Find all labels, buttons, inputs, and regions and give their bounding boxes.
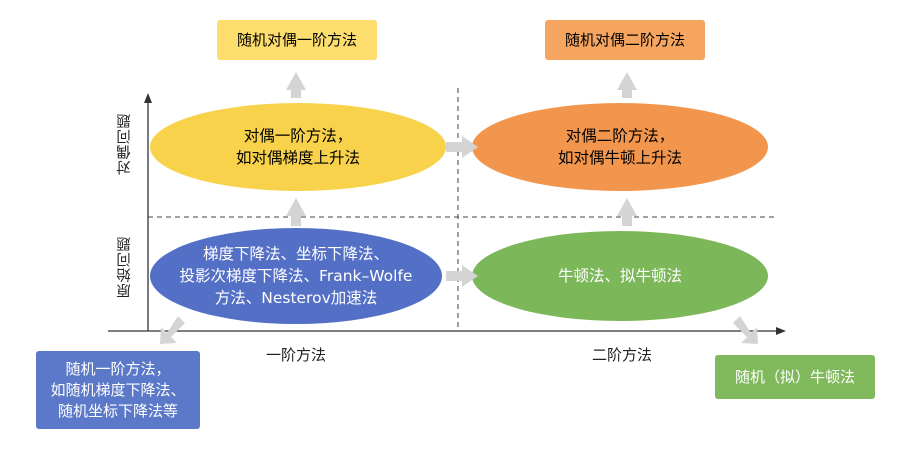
- node-dual-first-order: 对偶一阶方法， 如对偶梯度上升法: [152, 105, 444, 189]
- box-text-line: 随机对偶一阶方法: [236, 30, 357, 49]
- ellipse-primal-first-order: [150, 228, 442, 324]
- ellipse-dual-second-order: [472, 103, 768, 191]
- y-axis-arrowhead: [144, 93, 152, 103]
- box-stochastic-first-order: 随机一阶方法， 如随机梯度下降法、 随机坐标下降法等: [36, 351, 200, 429]
- node-text-line: 牛顿法、拟牛顿法: [557, 267, 682, 285]
- arrow-diagonal-to-stochastic-second: [733, 316, 758, 344]
- y-label-primal-problem: 原始问题: [117, 236, 133, 298]
- arrow-up-primal-second-to-dual: [617, 198, 637, 226]
- node-text-line: 如对偶梯度上升法: [235, 149, 360, 167]
- arrow-up-primal-first-to-dual: [286, 198, 306, 226]
- box-text-line: 随机坐标下降法等: [57, 401, 178, 420]
- arrow-diagonal-to-stochastic-first: [160, 316, 185, 344]
- node-text-line: 对偶一阶方法，: [243, 127, 353, 145]
- node-text-line: 梯度下降法、坐标下降法、: [202, 245, 389, 263]
- box-text-line: 如随机梯度下降法、: [50, 380, 186, 399]
- ellipse-dual-first-order: [150, 103, 446, 191]
- node-primal-second-order: 牛顿法、拟牛顿法: [474, 232, 766, 320]
- box-text-line: 随机对偶二阶方法: [564, 30, 685, 49]
- box-stochastic-dual-first-order: 随机对偶一阶方法: [217, 20, 377, 60]
- arrow-up-dual-first-to-stochastic: [286, 72, 306, 98]
- box-stochastic-dual-second-order: 随机对偶二阶方法: [545, 20, 705, 60]
- node-dual-second-order: 对偶二阶方法， 如对偶牛顿上升法: [474, 105, 766, 189]
- node-text-line: 投影次梯度下降法、Frank–Wolfe: [179, 267, 413, 285]
- arrow-right-primal-first-to-second: [446, 265, 478, 287]
- x-label-second-order: 二阶方法: [592, 346, 653, 364]
- box-text-line: 随机（拟）牛顿法: [734, 367, 855, 386]
- x-label-first-order: 一阶方法: [266, 346, 327, 364]
- ellipse-primal-second-order: [472, 231, 768, 321]
- arrow-up-dual-second-to-stochastic: [617, 72, 637, 98]
- node-text-line: 方法、Nesterov加速法: [214, 289, 378, 307]
- box-stochastic-quasi-newton: 随机（拟）牛顿法: [715, 355, 875, 399]
- arrow-right-dual-first-to-second: [446, 136, 478, 158]
- x-axis-arrowhead: [776, 327, 786, 335]
- y-label-dual-problem: 对偶问题: [117, 113, 133, 175]
- node-primal-first-order: 梯度下降法、坐标下降法、 投影次梯度下降法、Frank–Wolfe 方法、Nes…: [152, 230, 440, 322]
- node-text-line: 如对偶牛顿上升法: [557, 149, 682, 167]
- box-text-line: 随机一阶方法，: [65, 359, 171, 378]
- node-text-line: 对偶二阶方法，: [565, 127, 675, 145]
